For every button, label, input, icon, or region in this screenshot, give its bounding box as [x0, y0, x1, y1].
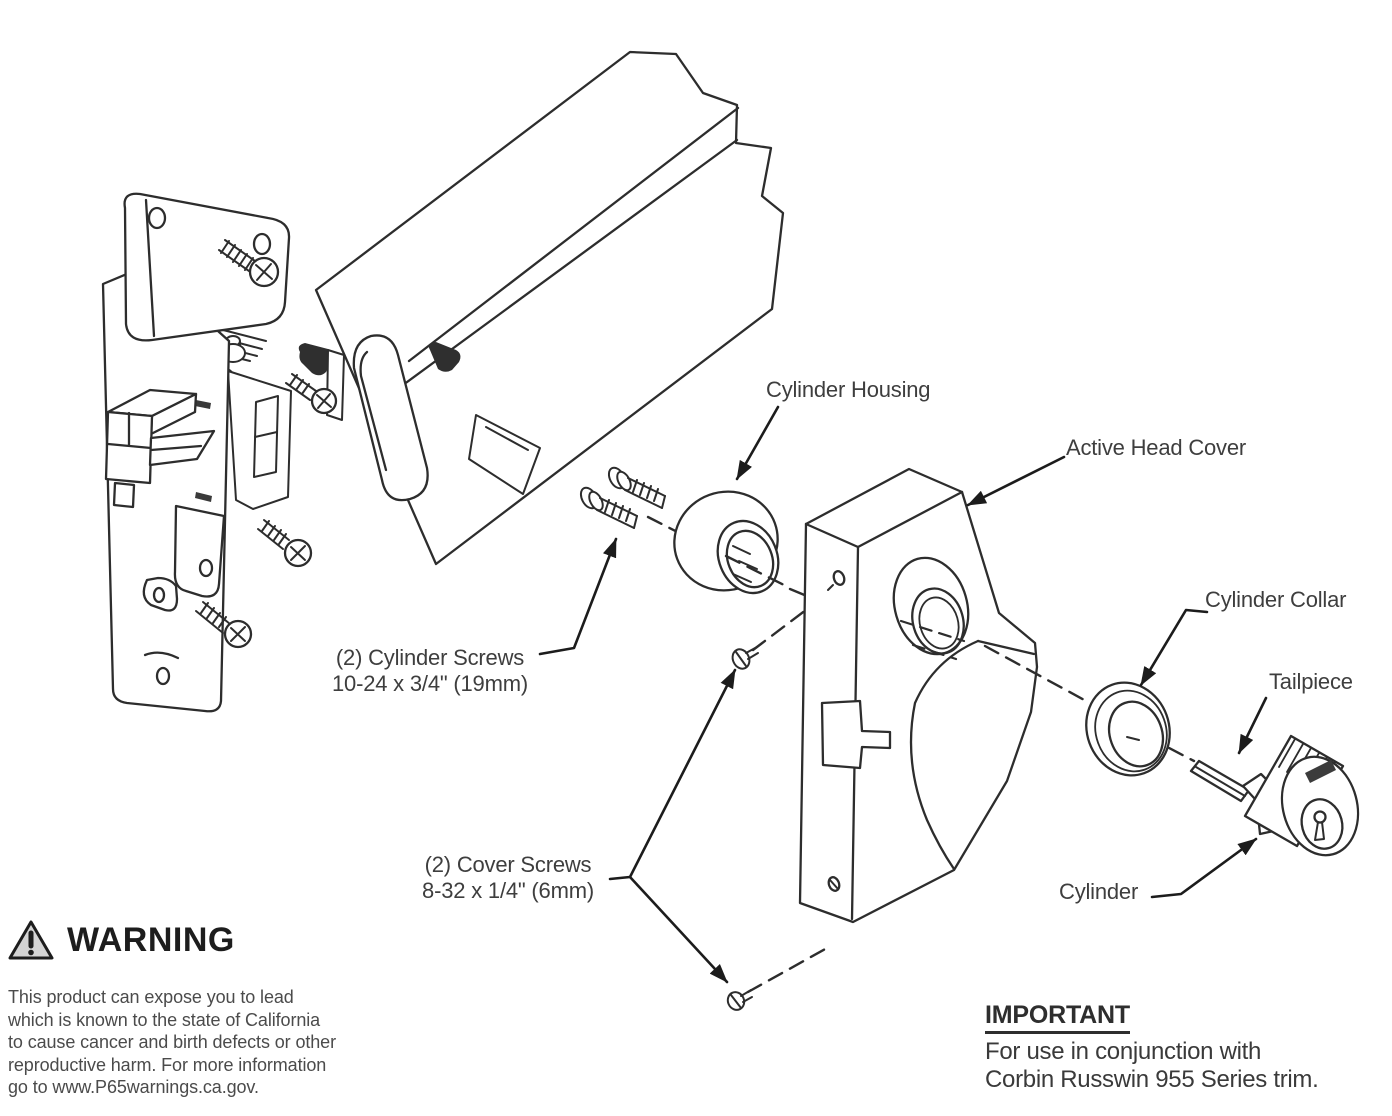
tailpiece-arrow — [1237, 696, 1268, 755]
label-cylinder-screws-line1: (2) Cylinder Screws — [335, 645, 525, 670]
label-tailpiece: Tailpiece — [1269, 669, 1353, 694]
warning-line: reproductive harm. For more information — [8, 1054, 327, 1075]
label-active-head-cover: Active Head Cover — [1066, 435, 1247, 460]
important-line: Corbin Russwin 955 Series trim. — [985, 1066, 1319, 1093]
cylinder-screws — [579, 466, 666, 529]
cylinder-housing-arrow — [735, 405, 780, 481]
label-cylinder-collar: Cylinder Collar — [1205, 587, 1347, 612]
cover-screws-arrow-top — [608, 668, 737, 881]
label-cover-screws-line2: 8-32 x 1/4" (6mm) — [422, 878, 594, 903]
label-cover-screws: (2) Cover Screws 8-32 x 1/4" (6mm) — [408, 852, 608, 904]
latch-slide-strip — [142, 504, 226, 612]
push-bar — [314, 50, 785, 566]
prop65-warning: WARNING This product can expose you to l… — [8, 919, 368, 1097]
warning-title: WARNING — [67, 920, 235, 959]
push-bar-end-cap — [352, 334, 429, 502]
warning-line: which is known to the state of Californi… — [8, 1009, 321, 1030]
warning-line: to cause cancer and birth defects or oth… — [8, 1032, 336, 1052]
cover-screws-arrow-bottom — [628, 875, 729, 984]
warning-line: go to www.P65warnings.ca.gov. — [8, 1077, 259, 1097]
active-head-cover-part — [798, 467, 1039, 924]
important-line: For use in conjunction with — [985, 1038, 1262, 1065]
label-cylinder-screws: (2) Cylinder Screws 10-24 x 3/4" (19mm) — [320, 645, 540, 697]
cylinder-collar-part — [1085, 681, 1171, 777]
cylinder-arrow — [1150, 837, 1258, 899]
chassis-plate — [101, 264, 231, 713]
label-cylinder-screws-line2: 10-24 x 3/4" (19mm) — [332, 671, 528, 696]
label-cover-screws-line1: (2) Cover Screws — [424, 852, 592, 877]
warning-body: This product can expose you to lead whic… — [8, 986, 360, 1099]
warning-line: This product can expose you to lead — [8, 987, 294, 1007]
latch-bolt — [104, 388, 216, 509]
important-title: IMPORTANT — [985, 1001, 1130, 1034]
leader-arrows — [538, 405, 1268, 984]
warning-header: WARNING — [8, 919, 368, 961]
label-cylinder-housing: Cylinder Housing — [766, 377, 931, 402]
label-cylinder: Cylinder — [1059, 879, 1139, 904]
mounting-screws — [195, 239, 338, 649]
cylinder-housing-part — [673, 490, 780, 595]
important-note: IMPORTANT For use in conjunction with Co… — [985, 1001, 1319, 1094]
cover-screws — [726, 646, 759, 1011]
cylinder-screws-arrow — [538, 537, 618, 656]
mounting-bracket — [123, 192, 291, 342]
active-head-cover-arrow — [966, 455, 1066, 507]
cylinder-collar-arrow — [1139, 608, 1209, 687]
cylinder-part — [1243, 734, 1360, 857]
warning-triangle-icon — [8, 920, 54, 960]
